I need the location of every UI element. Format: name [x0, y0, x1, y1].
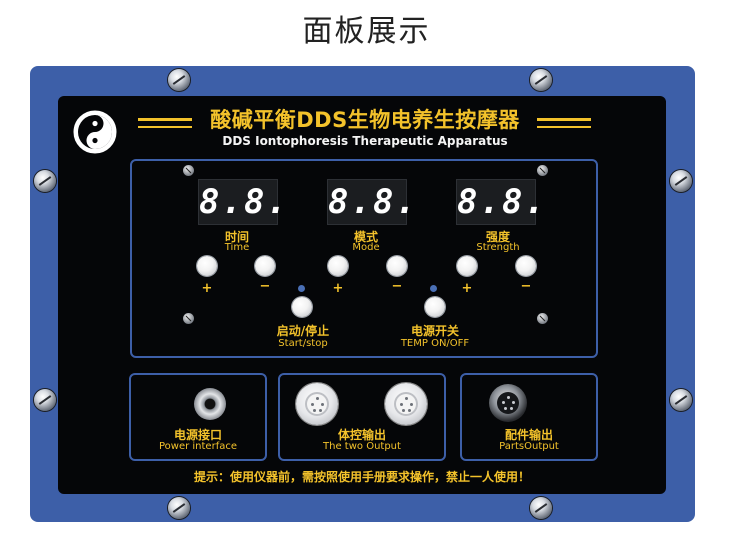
body-output-label: 体控输出 — [337, 428, 386, 442]
parts-output-label-en: PartsOutput — [499, 441, 559, 452]
start-stop-button[interactable] — [292, 297, 312, 317]
time-plus-button[interactable] — [197, 256, 217, 276]
power-port-section — [129, 373, 267, 461]
mode-label-en: Mode — [352, 242, 380, 253]
plus-sign: + — [332, 281, 344, 296]
page-title: 面板展示 — [302, 14, 431, 49]
body-output-section — [278, 373, 446, 461]
mode-plus-button[interactable] — [328, 256, 348, 276]
strength-display: 8.8. — [456, 179, 547, 225]
parts-output-socket[interactable] — [489, 384, 527, 422]
minus-sign: − — [391, 279, 403, 294]
yin-yang-icon — [73, 110, 117, 154]
mode-label: 模式 — [353, 230, 378, 244]
parts-output-label: 配件输出 — [504, 428, 553, 442]
body-output-socket-1[interactable] — [296, 383, 338, 425]
screw-icon — [168, 497, 190, 519]
start-stop-label-en: Start/stop — [278, 338, 328, 349]
screw-icon — [670, 170, 692, 192]
screw-icon — [537, 165, 548, 176]
control-section — [130, 159, 598, 358]
plus-sign: + — [461, 281, 473, 296]
screw-icon — [34, 170, 56, 192]
power-switch-label-en: TEMP ON/OFF — [400, 338, 470, 349]
title-decor-line — [138, 126, 192, 128]
minus-sign: − — [520, 279, 532, 294]
title-decor-line — [537, 126, 591, 128]
title-decor-line — [537, 118, 591, 121]
screw-icon — [168, 69, 190, 91]
body-output-label-en: The two Output — [323, 441, 401, 452]
strength-label: 强度 — [485, 230, 510, 244]
start-stop-label: 启动/停止 — [276, 324, 330, 338]
device-subtitle: DDS Iontophoresis Therapeutic Apparatus — [222, 134, 508, 148]
device-title: 酸碱平衡DDS生物电养生按摩器 — [210, 108, 520, 132]
plus-sign: + — [201, 281, 213, 296]
screw-icon — [183, 313, 194, 324]
screw-icon — [34, 389, 56, 411]
start-indicator-led — [298, 285, 305, 292]
screw-icon — [530, 69, 552, 91]
strength-display-value: 8.8. — [457, 182, 547, 222]
minus-sign: − — [259, 279, 271, 294]
power-port-label-en: Power interface — [158, 441, 237, 452]
screw-icon — [537, 313, 548, 324]
power-port-label: 电源接口 — [173, 428, 222, 442]
strength-label-en: Strength — [476, 242, 520, 253]
power-socket[interactable] — [194, 388, 226, 420]
strength-minus-button[interactable] — [516, 256, 536, 276]
time-minus-button[interactable] — [255, 256, 275, 276]
screw-icon — [530, 497, 552, 519]
screw-icon — [183, 165, 194, 176]
time-label: 时间 — [224, 230, 249, 244]
screw-icon — [670, 389, 692, 411]
control-panel — [58, 96, 666, 494]
time-display-value: 8.8. — [199, 182, 289, 222]
parts-output-section — [460, 373, 598, 461]
mode-minus-button[interactable] — [387, 256, 407, 276]
title-decor-line — [138, 118, 192, 121]
body-output-socket-2[interactable] — [385, 383, 427, 425]
mode-display-value: 8.8. — [328, 182, 418, 222]
mode-display: 8.8. — [327, 179, 418, 225]
power-switch-label: 电源开关 — [410, 324, 459, 338]
power-switch-button[interactable] — [425, 297, 445, 317]
usage-notice: 提示：使用仪器前，需按照使用手册要求操作，禁止一人使用！ — [193, 470, 530, 484]
power-indicator-led — [430, 285, 437, 292]
time-label-en: Time — [224, 242, 250, 253]
strength-plus-button[interactable] — [457, 256, 477, 276]
time-display: 8.8. — [198, 179, 289, 225]
